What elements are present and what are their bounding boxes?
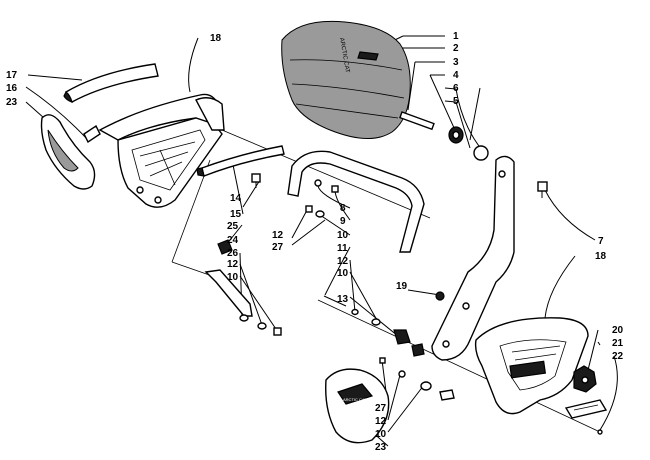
callout-5: 5 [453, 96, 459, 107]
callout-16: 16 [6, 83, 18, 94]
callout-10-lower-left: 10 [227, 272, 239, 283]
callout-23-left: 23 [6, 97, 18, 108]
callout-14: 14 [230, 193, 242, 204]
callout-9: 9 [340, 216, 346, 227]
callout-27-bottom: 27 [375, 403, 387, 414]
u-bar [287, 150, 425, 253]
callout-21: 21 [612, 338, 624, 349]
callout-2: 2 [453, 43, 459, 54]
callout-19: 19 [396, 281, 408, 292]
side-cover-left [40, 114, 96, 190]
callout-1: 1 [453, 31, 459, 42]
callout-22: 22 [612, 351, 624, 362]
callout-12-lower-left: 12 [227, 259, 239, 270]
leader-lines [25, 35, 618, 447]
callout-27-mid: 27 [272, 242, 284, 253]
callout-13: 13 [337, 294, 349, 305]
decal-plate [564, 399, 608, 435]
callout-12-mid: 12 [272, 230, 284, 241]
callout-18-left: 18 [210, 33, 222, 44]
backrest-frame-right [474, 317, 589, 415]
callout-10-column: 10 [337, 268, 349, 279]
callout-8: 8 [340, 203, 346, 214]
callout-17: 17 [6, 70, 18, 81]
trim-strip [63, 63, 159, 103]
callout-4: 4 [453, 70, 459, 81]
callout-25: 25 [227, 221, 239, 232]
callout-26: 26 [227, 248, 239, 259]
bottom-cover: ARCTIC CAT [325, 368, 390, 444]
callout-15: 15 [230, 209, 242, 220]
backrest-frame-left [98, 93, 225, 208]
callout-3: 3 [453, 57, 459, 68]
callout-20: 20 [612, 325, 624, 336]
callout-23-bottom: 23 [375, 442, 387, 453]
callout-10-mid: 10 [337, 230, 349, 241]
callout-12-column: 12 [337, 256, 349, 267]
backrest-pad: ARCTIC CAT [281, 20, 411, 140]
cover-logo-text: ARCTIC CAT [343, 397, 367, 402]
clip [83, 124, 101, 144]
stud-and-hardware [399, 111, 489, 161]
callout-12-bottom: 12 [375, 416, 387, 427]
callout-labels: 1 2 3 4 6 5 18 17 16 23 14 15 25 24 26 1… [6, 31, 624, 453]
small-hardware [204, 179, 455, 401]
callout-10-bottom: 10 [375, 429, 387, 440]
cross-bar [196, 145, 285, 177]
callout-24: 24 [227, 235, 239, 246]
knob [573, 365, 597, 393]
callout-18-right: 18 [595, 251, 607, 262]
bolt-7 [537, 181, 548, 198]
callout-11: 11 [337, 243, 348, 254]
bolt-14 [251, 173, 261, 188]
upright-bracket [431, 155, 515, 361]
callout-7: 7 [598, 236, 604, 247]
callout-6: 6 [453, 83, 459, 94]
